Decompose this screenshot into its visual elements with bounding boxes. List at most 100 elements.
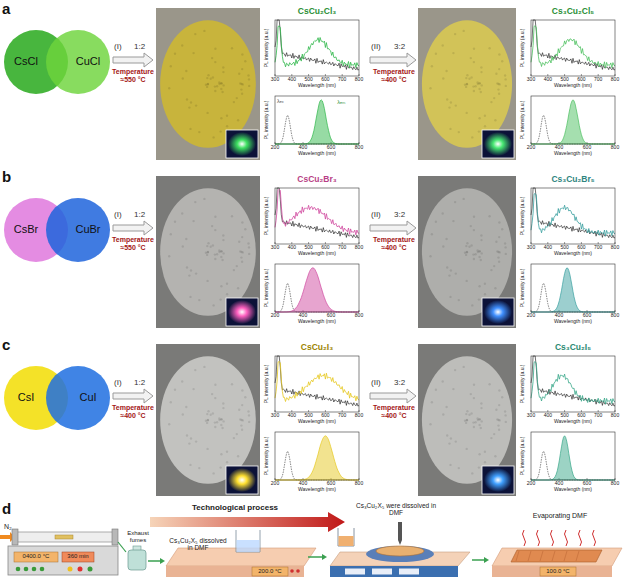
tick-mark (564, 74, 565, 76)
powder-grain (465, 77, 467, 79)
reagent-name: CuBr (68, 223, 108, 236)
powder-grain (241, 389, 243, 391)
powder-grain (241, 68, 243, 70)
plot-frame (275, 20, 359, 76)
tick-mark (581, 74, 582, 76)
tick-label: 800 (351, 145, 367, 151)
flow-line (472, 559, 484, 561)
powder-grain (473, 426, 475, 428)
powder-sample (422, 20, 512, 148)
powder-grain (465, 86, 467, 88)
axis-label: PL intensity (a.u.) (520, 356, 526, 412)
powder-grain (445, 406, 447, 408)
powder-grain (214, 61, 216, 63)
powder-grain (471, 136, 473, 138)
powder-grain (231, 383, 233, 385)
flow-arrowhead (322, 554, 327, 560)
luminescence-glow (228, 300, 256, 324)
powder-grain (495, 73, 497, 75)
plot-frame (275, 356, 359, 412)
powder-grain (216, 421, 218, 423)
molar-ratio: 3:2 (394, 42, 412, 51)
powder-grain (226, 293, 228, 295)
molar-ratio: 1:2 (134, 210, 152, 219)
powder-grain (212, 412, 214, 414)
emission-peak (531, 100, 615, 144)
tick-mark (325, 74, 326, 76)
tick-mark (308, 74, 309, 76)
powder-grain (170, 233, 172, 235)
photo-background (418, 176, 516, 328)
powder-grain (473, 384, 475, 386)
powder-grain (505, 253, 507, 255)
tick-label: 400 (540, 413, 556, 419)
powder-grain (233, 437, 235, 439)
tick-mark (291, 242, 292, 244)
emission-spectrum (275, 189, 359, 235)
powder-grain (219, 298, 221, 300)
powder-grain (185, 238, 187, 240)
powder-grain (495, 409, 497, 411)
powder-grain (466, 83, 468, 85)
control-button (88, 567, 93, 572)
powder-grain (490, 269, 492, 271)
tick-label: 400 (551, 145, 567, 151)
luminescence-glow (484, 468, 512, 492)
powder-grain (239, 250, 241, 252)
powder-grain (445, 70, 447, 72)
powder-grain (470, 76, 472, 78)
powder-grain (186, 266, 188, 268)
powder-grain (431, 233, 433, 235)
tick-label: 300 (523, 77, 539, 83)
powder-grain (242, 419, 244, 421)
powder-grain (480, 407, 482, 409)
powder-grain (185, 70, 187, 72)
powder-grain (237, 119, 239, 121)
axis-label: PL intensity (a.u.) (520, 20, 526, 76)
powder-grain (206, 280, 208, 282)
tick-label: 700 (590, 245, 606, 251)
tick-label: 700 (590, 77, 606, 83)
tick-label: 700 (334, 245, 350, 251)
powder-grain (470, 225, 472, 227)
tick-label: 600 (323, 145, 339, 151)
powder-grain (188, 274, 190, 276)
powder-grain (212, 472, 214, 474)
powder-grain (480, 402, 482, 404)
powder-grain (449, 296, 451, 298)
powder-grain (435, 221, 437, 223)
tick-label: 400 (295, 145, 311, 151)
powder-grain (222, 71, 224, 73)
tick-label: 400 (551, 481, 567, 487)
powder-grain (455, 104, 457, 106)
excitation-spectrum (275, 20, 359, 70)
powder-grain (220, 453, 222, 455)
powder-grain (226, 461, 228, 463)
powder-sample (422, 188, 512, 316)
powder-grain (206, 448, 208, 450)
powder-grain (182, 77, 184, 79)
tick-label: 800 (607, 245, 623, 251)
powder-sample (160, 188, 256, 316)
powder-grain (450, 437, 452, 439)
powder-grain (226, 125, 228, 127)
powder-grain (236, 265, 238, 267)
emission-spectrum (531, 26, 615, 68)
tick-label: 600 (573, 77, 589, 83)
powder-grain (185, 406, 187, 408)
powder-grain (203, 198, 205, 200)
temperature-label: Temperature ≈400 °C (111, 404, 155, 420)
powder-grain (473, 229, 475, 231)
film-stripe (540, 551, 543, 561)
hotplate-front (492, 566, 612, 577)
luminescence-glow (228, 468, 256, 492)
photo-background (418, 8, 516, 160)
powder-grain (481, 420, 483, 422)
excitation-spectrum (531, 356, 615, 406)
powder-grain (466, 242, 468, 244)
powder-grain (494, 287, 496, 289)
emission-spectrum (531, 362, 615, 405)
powder-grain (458, 299, 460, 301)
quartz-tube (14, 532, 116, 542)
process-arrow (370, 389, 416, 403)
